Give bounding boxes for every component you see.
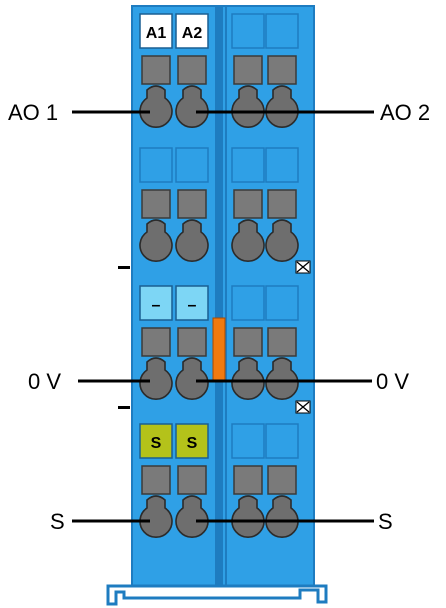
label-s-right: S bbox=[196, 509, 393, 534]
marker-slot-empty bbox=[139, 147, 173, 183]
marker-slot-empty bbox=[231, 147, 265, 183]
conductor-entry[interactable] bbox=[231, 219, 265, 262]
push-button-slot[interactable] bbox=[177, 327, 207, 357]
conductor-entry[interactable] bbox=[265, 357, 299, 400]
marker-slot-empty bbox=[231, 423, 265, 459]
push-button-slot[interactable] bbox=[141, 55, 171, 85]
marker-label bbox=[175, 13, 209, 49]
push-button-slot[interactable] bbox=[141, 189, 171, 219]
conductor-entry[interactable] bbox=[265, 219, 299, 262]
conductor-entry[interactable] bbox=[175, 85, 209, 128]
conductor-entry[interactable] bbox=[139, 219, 173, 262]
conductor-entry[interactable] bbox=[139, 85, 173, 128]
conductor-entry[interactable] bbox=[175, 357, 209, 400]
marker-text: – bbox=[188, 297, 197, 314]
marker-slot-empty bbox=[265, 13, 299, 49]
label-0v-left: 0 V bbox=[28, 369, 150, 394]
push-button-slot[interactable] bbox=[267, 189, 297, 219]
conductor-entry[interactable] bbox=[231, 85, 265, 128]
svg-text:S: S bbox=[50, 509, 65, 534]
marker-label bbox=[139, 285, 173, 321]
push-button-slot[interactable] bbox=[233, 465, 263, 495]
push-button-slot[interactable] bbox=[141, 465, 171, 495]
push-button-slot[interactable] bbox=[267, 55, 297, 85]
terminal-cell bbox=[231, 285, 265, 400]
conductor-entry[interactable] bbox=[231, 495, 265, 538]
power-jumper-contact-icon bbox=[295, 400, 311, 414]
push-button-slot[interactable] bbox=[267, 327, 297, 357]
terminal-cell bbox=[265, 13, 299, 128]
marker-slot-empty bbox=[265, 147, 299, 183]
svg-text:0 V: 0 V bbox=[28, 369, 61, 394]
marker-slot-empty bbox=[175, 147, 209, 183]
svg-text:AO 2: AO 2 bbox=[380, 100, 430, 125]
label-s-left: S bbox=[50, 509, 150, 534]
terminal-cell bbox=[265, 285, 299, 400]
terminal-cell: A2 bbox=[175, 13, 209, 128]
conductor-entry[interactable] bbox=[175, 495, 209, 538]
marker-label bbox=[139, 423, 173, 459]
terminal-cell: – bbox=[175, 285, 209, 400]
svg-text:0 V: 0 V bbox=[376, 369, 409, 394]
conductor-entry[interactable] bbox=[139, 357, 173, 400]
conductor-entry[interactable] bbox=[231, 357, 265, 400]
push-button-slot[interactable] bbox=[177, 465, 207, 495]
terminal-cell: A1 bbox=[139, 13, 173, 128]
marker-label bbox=[175, 285, 209, 321]
conductor-entry[interactable] bbox=[265, 85, 299, 128]
label-ao2: AO 2 bbox=[196, 100, 430, 125]
push-button-slot[interactable] bbox=[233, 189, 263, 219]
terminal-cell bbox=[175, 147, 209, 262]
terminal-cell: S bbox=[139, 423, 173, 538]
push-button-slot[interactable] bbox=[177, 55, 207, 85]
separator-mark bbox=[118, 266, 130, 269]
label-ao1: AO 1 bbox=[8, 100, 150, 125]
marker-label bbox=[139, 13, 173, 49]
marker-slot-empty bbox=[265, 285, 299, 321]
label-0v-right: 0 V bbox=[196, 369, 409, 394]
marker-text: S bbox=[187, 435, 198, 452]
terminal-cell bbox=[265, 423, 299, 538]
push-button-slot[interactable] bbox=[233, 327, 263, 357]
push-button-slot[interactable] bbox=[233, 55, 263, 85]
power-jumper-contact-icon bbox=[295, 260, 311, 274]
marker-slot-empty bbox=[231, 13, 265, 49]
marker-text: A2 bbox=[182, 25, 203, 42]
svg-text:AO 1: AO 1 bbox=[8, 100, 58, 125]
marker-label bbox=[175, 423, 209, 459]
marker-text: – bbox=[152, 297, 161, 314]
terminal-cell: – bbox=[139, 285, 173, 400]
push-button-slot[interactable] bbox=[141, 327, 171, 357]
terminal-cell: S bbox=[175, 423, 209, 538]
marker-slot-empty bbox=[231, 285, 265, 321]
marker-text: A1 bbox=[146, 25, 167, 42]
push-button-slot[interactable] bbox=[177, 189, 207, 219]
jumper-bridge bbox=[212, 317, 226, 383]
terminal-cell bbox=[139, 147, 173, 262]
marker-text: S bbox=[151, 435, 162, 452]
marker-slot-empty bbox=[265, 423, 299, 459]
conductor-entry[interactable] bbox=[175, 219, 209, 262]
terminal-cell bbox=[265, 147, 299, 262]
terminal-cell bbox=[231, 13, 265, 128]
separator-mark bbox=[118, 406, 130, 409]
terminal-cell bbox=[231, 423, 265, 538]
conductor-entry[interactable] bbox=[265, 495, 299, 538]
terminal-cell bbox=[231, 147, 265, 262]
push-button-slot[interactable] bbox=[267, 465, 297, 495]
conductor-entry[interactable] bbox=[139, 495, 173, 538]
svg-text:S: S bbox=[378, 509, 393, 534]
